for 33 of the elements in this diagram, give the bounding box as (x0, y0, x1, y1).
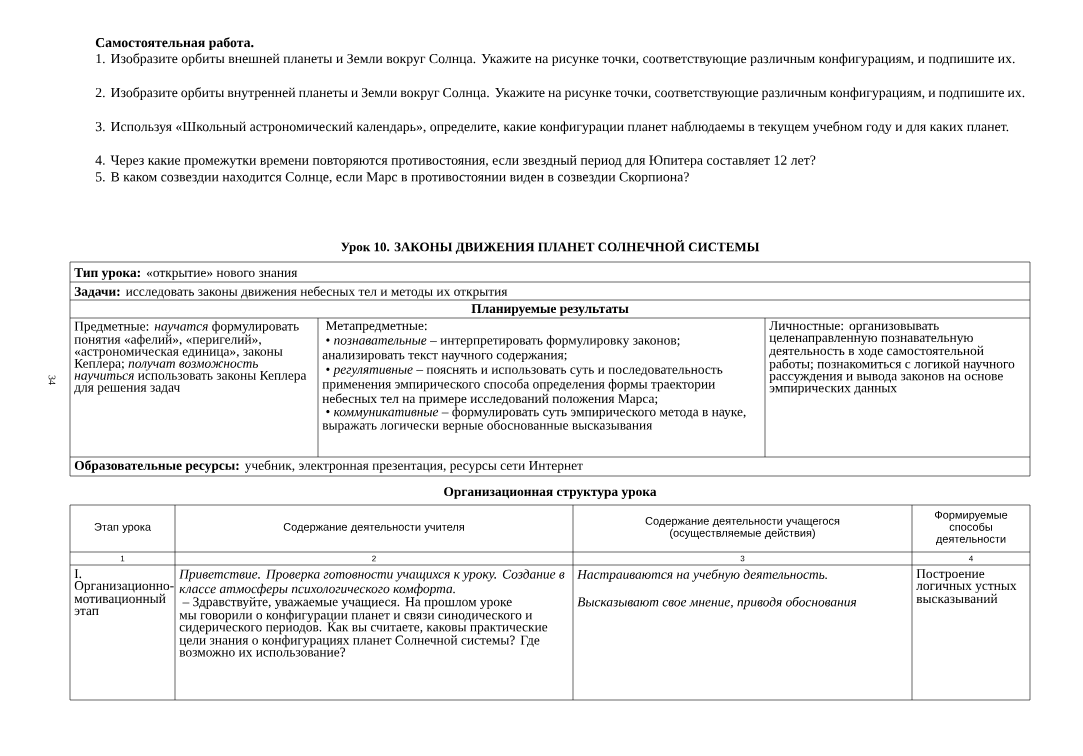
table-text: Метапредметные: (325, 321, 427, 333)
exercise-item: 3. Используя «Школьный астрономический календарь», определите, какие конфигурации планет наблюдаемы в текущем учебном году и для каких планет. (95, 121, 1009, 135)
section-heading: Организационная структура урока (444, 487, 657, 499)
table-text: Приветствие. Проверка готовности учащихся к уроку. Создание в классе атмосферы психологического комфорта. (179, 569, 565, 596)
column-number: 2 (372, 555, 376, 562)
table-text: Высказывают свое мнение, приводя обоснования (577, 596, 857, 610)
list-item: • регулятивные – пояснять и использовать суть и последовательность применения эмпирического способа определения формы траектории небесных тел на примере исследований положения Марса; (322, 367, 723, 406)
table-text: Построение логичных устных высказываний (916, 569, 1017, 604)
table-text: Задачи: исследовать законы движения небесных тел и методы их открытия (74, 286, 508, 299)
list-item: • коммуникативные – формулировать суть эмпирического метода в науке, выражать логически верные обоснованные высказывания (322, 406, 746, 433)
table-text: Личностные: организовывать целенаправленную познавательную деятельность в ходе самостоятельной работы; познакомиться с логикой научного рассуждения и вывода законов на основе эмпирических данных (769, 321, 1015, 396)
column-header: Содержание деятельности учителя (283, 523, 464, 533)
section-heading: Планируемые результаты (471, 304, 629, 316)
exercise-item: 4. Через какие промежутки времени повторяются противостояния, если звездный период для Юпитера составляет 12 лет? (95, 155, 816, 168)
table-text: Предметные: научатся формулировать понятия «афелий», «перигелий», «астрономическая единица», законы Кеплера; получат возможность научиться использовать законы Кеплера для решения задач (74, 321, 307, 395)
list-item: • познавательные – интерпретировать формулировку законов; анализировать текст научного содержания; (322, 335, 680, 363)
table-text: Тип урока: «открытие» нового знания (74, 268, 298, 280)
exercise-item: 1. Изобразите орбиты внешней планеты и Земли вокруг Солнца. Укажите на рисунке точки, соответствующие различным конфигурациям, и подпишите их. (96, 53, 1015, 67)
table-text: – Здравствуйте, уважаемые учащиеся. На прошлом уроке мы говорили о конфигурации планет и связи синодического и сидерического периодов. Как вы считаете, каковы практические цели знания о конфигурациях планет Солнечной системы? Где возможно их использование? (179, 596, 548, 657)
exercise-heading: Самостоятельная работа. (95, 37, 254, 50)
table-text: Настраиваются на учебную деятельность. (577, 569, 827, 582)
column-number: 1 (120, 555, 125, 562)
column-header: Содержание деятельности учащегося (осуществляемые действия) (645, 517, 840, 539)
page-number: 34 (48, 375, 56, 385)
exercise-item: 5. В каком созвездии находится Солнце, если Марс в противостоянии виден в созвездии Скорпиона? (96, 172, 689, 185)
page-title: Урок 10. ЗАКОНЫ ДВИЖЕНИЯ ПЛАНЕТ СОЛНЕЧНОЙ СИСТЕМЫ (340, 240, 760, 254)
column-number: 4 (968, 555, 973, 562)
column-header: Формируемые способы деятельности (934, 511, 1008, 545)
table-text: I. Организационно-мотивационный этап (74, 569, 174, 616)
table-text: Образовательные ресурсы: учебник, электронная презентация, ресурсы сети Интернет (74, 460, 583, 473)
column-number: 3 (740, 555, 745, 562)
exercise-item: 2. Изобразите орбиты внутренней планеты и Земли вокруг Солнца. Укажите на рисунке точки, соответствующие различным конфигурациям, и подпишите их. (95, 87, 1025, 101)
column-header: Этап урока (94, 523, 151, 533)
